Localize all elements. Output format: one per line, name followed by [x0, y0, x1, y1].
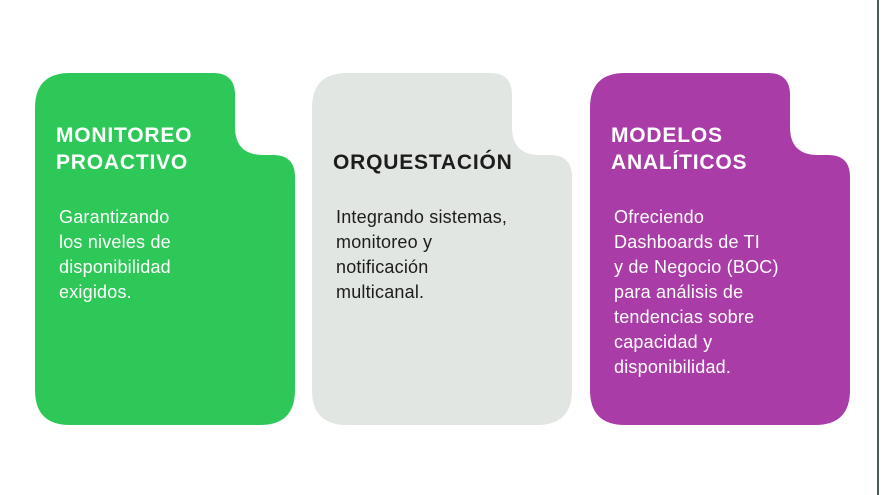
card-content: MODELOS ANALÍTICOS Ofreciendo Dashboards…	[590, 73, 850, 425]
card-modelos-analiticos: MODELOS ANALÍTICOS Ofreciendo Dashboards…	[590, 73, 850, 425]
card-title: MONITOREO PROACTIVO	[56, 124, 193, 174]
card-title: MODELOS ANALÍTICOS	[611, 124, 748, 174]
card-content: MONITOREO PROACTIVO Garantizando los niv…	[35, 73, 295, 425]
card-content: ORQUESTACIÓN Integrando sistemas, monito…	[312, 73, 572, 425]
card-notched-shape	[312, 73, 572, 425]
card-background	[35, 73, 295, 425]
card-body-text: Garantizando los niveles de disponibilid…	[59, 207, 171, 302]
card-monitoreo-proactivo: MONITOREO PROACTIVO Garantizando los niv…	[35, 73, 295, 425]
card-orquestacion: ORQUESTACIÓN Integrando sistemas, monito…	[312, 73, 572, 425]
card-body-text: Integrando sistemas, monitoreo y notific…	[336, 207, 508, 302]
card-body-text: Ofreciendo Dashboards de TI y de Negocio…	[614, 207, 779, 377]
card-background	[590, 73, 850, 425]
card-notched-shape	[590, 73, 850, 425]
card-background	[312, 73, 572, 425]
window-edge-line	[877, 0, 879, 495]
card-title: ORQUESTACIÓN	[333, 151, 513, 174]
card-notched-shape	[35, 73, 295, 425]
